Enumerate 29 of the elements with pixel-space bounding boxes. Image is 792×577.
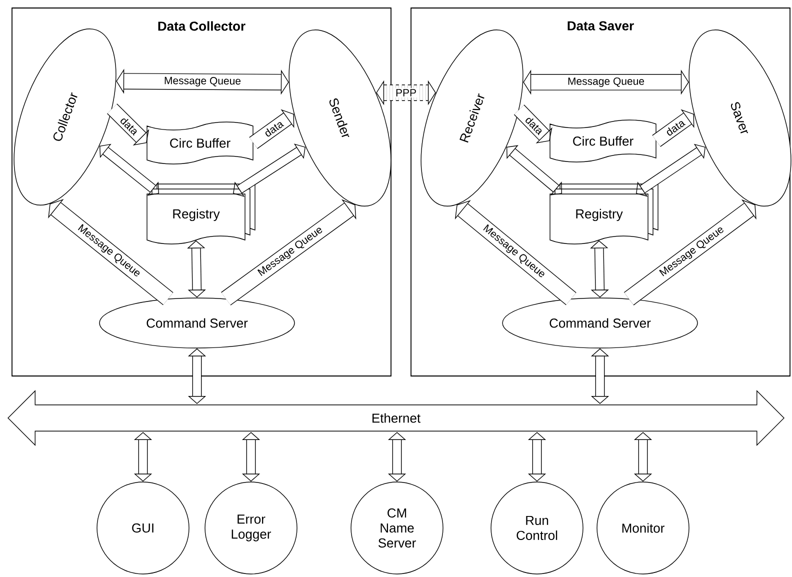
block-arrow <box>624 199 756 306</box>
edge-label: PPP <box>394 88 418 98</box>
block-arrow <box>652 109 694 147</box>
edge-label: Message Queue <box>566 76 646 88</box>
block-arrow <box>242 432 260 482</box>
block-arrow <box>376 80 436 106</box>
block-arrow <box>187 240 206 298</box>
block-arrow <box>514 104 552 144</box>
block-arrow <box>388 432 406 482</box>
registry-document: Registry <box>550 184 658 244</box>
block-arrow <box>590 348 610 404</box>
ethernet-bus: Ethernet <box>8 390 784 446</box>
node-label: Saver <box>730 102 748 134</box>
edge-label: data <box>262 118 286 139</box>
registry-document: Registry <box>146 184 256 244</box>
block-arrow <box>590 240 609 298</box>
block-arrow <box>528 432 546 482</box>
block-arrow <box>221 199 356 306</box>
block-arrow <box>188 348 206 404</box>
edge-label: data <box>663 117 688 138</box>
block-arrow <box>233 144 306 197</box>
block-arrow <box>523 70 689 95</box>
block-arrow <box>249 109 294 149</box>
block-arrow <box>634 432 652 482</box>
edge-label: data <box>118 114 141 138</box>
block-arrow <box>134 432 152 482</box>
edge-label: Message Queue <box>162 76 242 88</box>
block-arrow <box>454 200 576 306</box>
block-arrow <box>506 145 562 196</box>
